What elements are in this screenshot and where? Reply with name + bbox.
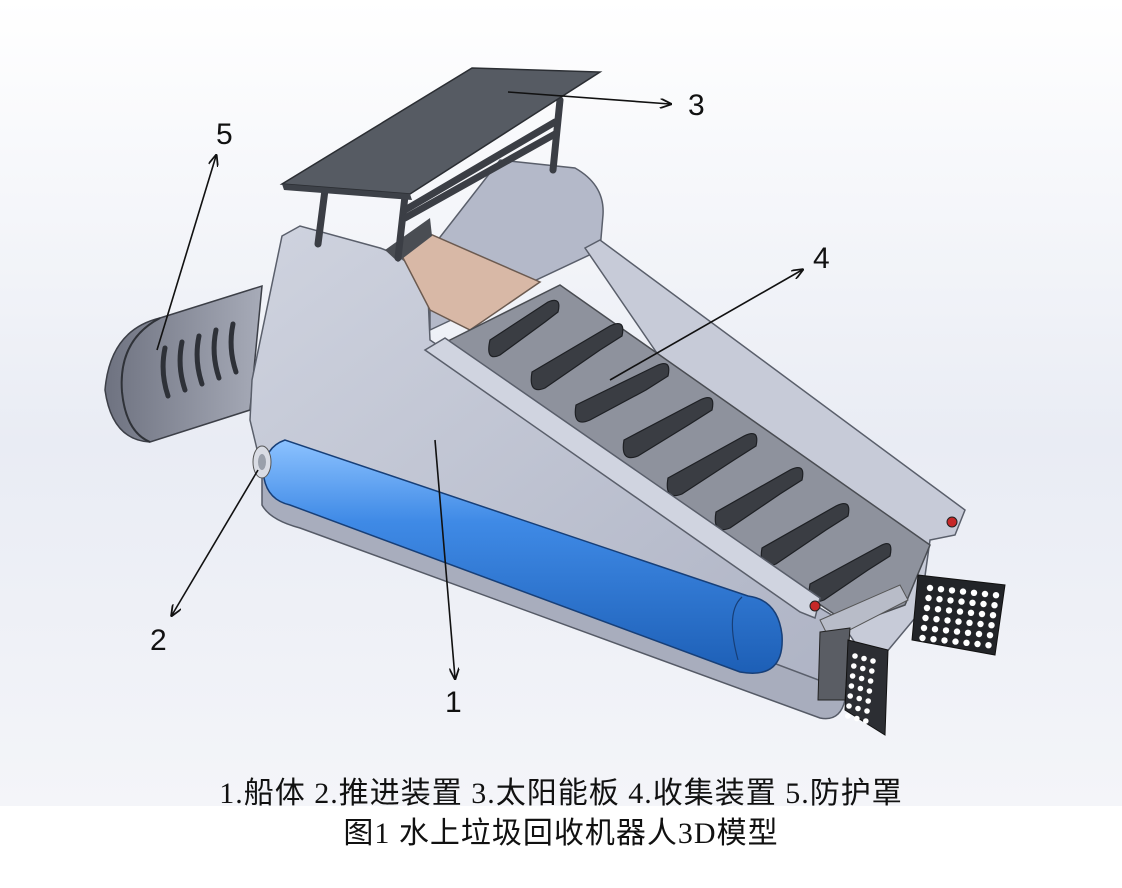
door-hole xyxy=(966,619,973,626)
door-hole xyxy=(851,663,857,669)
callout-label-4: 4 xyxy=(813,242,830,275)
door-hole xyxy=(986,632,994,639)
door-hole xyxy=(942,627,950,634)
door-hole xyxy=(934,606,942,613)
door-hole xyxy=(963,639,970,646)
door-hole xyxy=(845,713,851,719)
door-hole xyxy=(923,604,931,612)
door-hole xyxy=(964,629,972,636)
door-hole xyxy=(864,708,870,714)
rail-pin-left xyxy=(809,600,821,612)
door-hole xyxy=(974,640,981,648)
door-hole xyxy=(870,658,876,664)
door-hole xyxy=(989,612,997,619)
figure-caption: 图1 水上垃圾回收机器人3D模型 xyxy=(343,817,779,850)
door-hole xyxy=(988,622,995,629)
callout-arrows xyxy=(156,91,802,678)
door-hole xyxy=(958,598,965,605)
door-hole xyxy=(857,685,864,692)
callout-arrow-1 xyxy=(434,439,455,678)
door-hole xyxy=(978,610,986,618)
door-hole xyxy=(865,698,871,704)
callout-arrow-2 xyxy=(172,469,259,615)
discharge-door-left xyxy=(817,627,889,736)
callout-arrow-5 xyxy=(156,156,216,351)
door-hole xyxy=(863,718,869,724)
door-hole xyxy=(867,678,874,684)
door-hole xyxy=(969,599,976,606)
door-hole xyxy=(992,592,1000,599)
door-hole xyxy=(977,620,984,628)
callout-arrow-3 xyxy=(507,91,670,104)
door-hole xyxy=(858,675,865,682)
callout-label-1: 1 xyxy=(445,686,462,719)
door-hole xyxy=(936,596,943,603)
door-hole xyxy=(931,626,939,633)
door-hole xyxy=(967,609,975,616)
door-hole xyxy=(846,703,852,709)
door-hole xyxy=(854,715,860,722)
door-hole xyxy=(849,673,856,679)
callout-label-2: 2 xyxy=(150,624,167,657)
solar-panel-part xyxy=(279,67,603,262)
door-hole xyxy=(955,618,962,625)
door-hole xyxy=(956,608,964,615)
door-hole xyxy=(848,683,855,689)
discharge-door-left-holes xyxy=(845,653,876,724)
discharge-door-right-holes xyxy=(919,584,1000,649)
callout-label-3: 3 xyxy=(688,89,705,122)
door-hole xyxy=(855,705,861,712)
callout-label-5: 5 xyxy=(216,118,233,151)
door-hole xyxy=(860,665,866,672)
door-hole xyxy=(952,638,959,645)
collector-paddles xyxy=(488,299,892,603)
figure-legend: 1.船体 2.推进装置 3.太阳能板 4.收集装置 5.防护罩 xyxy=(219,777,903,810)
door-hole xyxy=(959,588,967,595)
door-hole xyxy=(847,693,853,699)
rail-pin-right xyxy=(946,516,958,528)
door-hole xyxy=(925,594,932,602)
door-hole xyxy=(869,668,875,674)
door-hole xyxy=(948,587,956,594)
door-hole xyxy=(919,634,926,642)
door-hole xyxy=(852,653,858,659)
door-hole xyxy=(937,586,945,593)
door-hole xyxy=(926,584,934,592)
guard-part xyxy=(104,284,263,443)
door-hole xyxy=(970,589,978,596)
door-hole xyxy=(933,616,940,623)
door-hole xyxy=(953,628,961,635)
door-hole xyxy=(975,630,983,638)
door-hole xyxy=(991,602,998,609)
door-hole xyxy=(856,695,862,702)
door-hole xyxy=(920,624,928,632)
door-hole xyxy=(922,614,929,622)
door-hole xyxy=(861,655,867,662)
door-hole xyxy=(980,600,987,608)
door-hole xyxy=(866,688,873,694)
callout-arrow-4 xyxy=(609,270,802,381)
door-hole xyxy=(981,590,989,598)
door-hole xyxy=(941,637,948,644)
door-hole xyxy=(947,597,954,604)
door-hole xyxy=(944,617,951,624)
door-hole xyxy=(945,607,953,614)
door-hole xyxy=(985,642,992,649)
door-hole xyxy=(930,636,937,643)
